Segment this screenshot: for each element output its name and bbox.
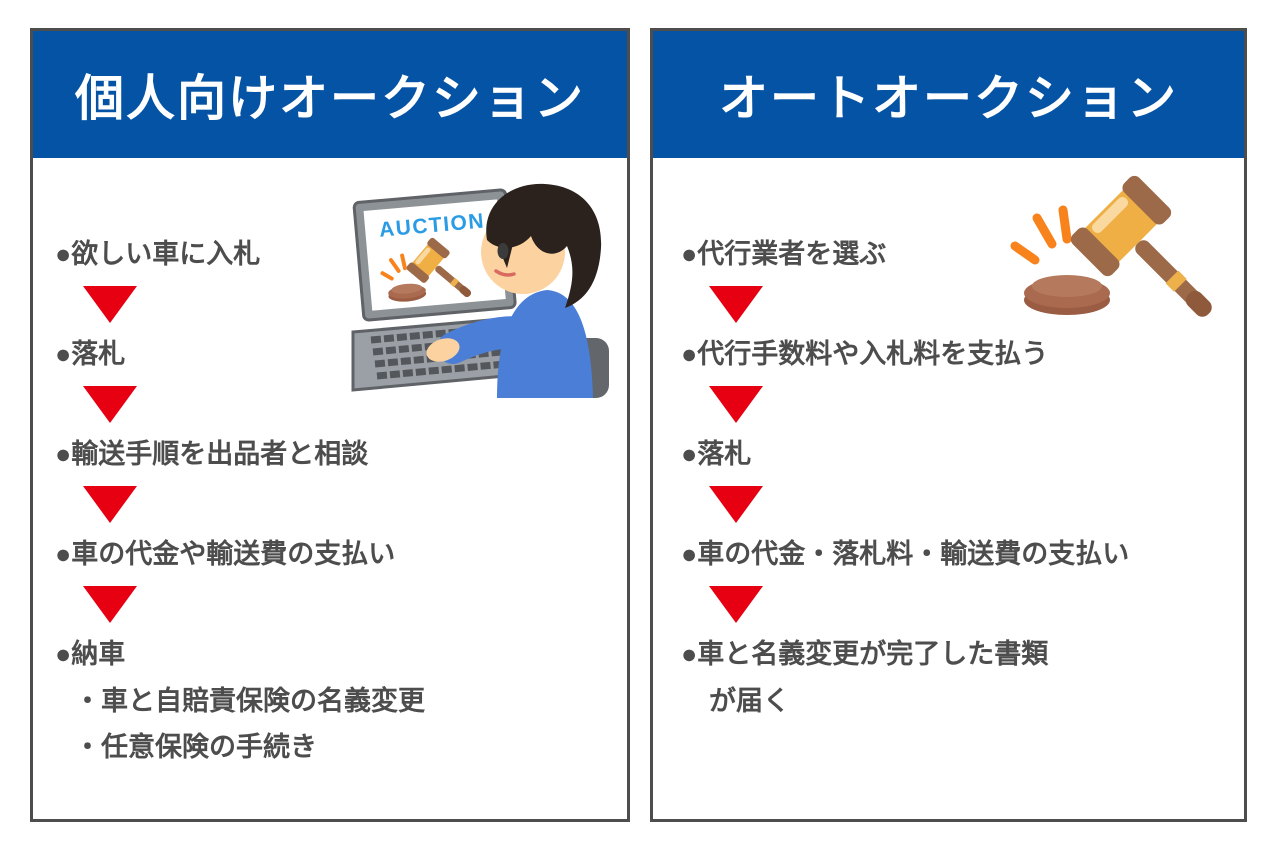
step-text: ●車の代金や輸送費の支払い	[55, 539, 396, 569]
auto-auction-title: オートオークション	[718, 72, 1178, 126]
personal-auction-title: 個人向けオークション	[74, 72, 585, 126]
down-arrow-icon	[709, 286, 763, 323]
process-step: ●落札	[681, 430, 1129, 478]
down-arrow-icon	[709, 486, 763, 523]
down-arrow-icon	[83, 286, 137, 323]
down-arrow-icon	[83, 586, 137, 623]
process-step: ●車の代金・落札料・輸送費の支払い	[681, 530, 1129, 578]
auction-gavel-illustration	[1005, 172, 1215, 320]
down-arrow-icon	[709, 586, 763, 623]
personal-auction-header: 個人向けオークション	[33, 31, 627, 158]
step-text: ●車と名義変更が完了した書類	[681, 639, 1049, 669]
laptop-screen-icon: AUCTION	[352, 188, 517, 322]
person-bidding-laptop-illustration: AUCTION	[351, 183, 609, 398]
step-text: ●納車	[55, 639, 126, 669]
auto-auction-body: ●代行業者を選ぶ ●代行手数料や入札料を支払う ●落札 ●車の代金・落札料・輸送費の支…	[653, 158, 1244, 819]
process-step: ●代行業者を選ぶ	[681, 230, 1129, 278]
step-text: ●車の代金・落札料・輸送費の支払い	[681, 539, 1130, 569]
step-text: が届く	[709, 686, 790, 716]
auto-auction-header: オートオークション	[653, 31, 1244, 158]
down-arrow-icon	[83, 386, 137, 423]
step-text: ●輸送手順を出品者と相談	[55, 439, 369, 469]
process-step: ●落札	[55, 330, 425, 378]
step-text: ●欲しい車に入札	[55, 239, 261, 269]
down-arrow-icon	[709, 386, 763, 423]
process-step: ●欲しい車に入札	[55, 230, 425, 278]
step-text: ●落札	[55, 339, 126, 369]
step-text: ●落札	[681, 439, 752, 469]
process-step: ●納車・車と自賠責保険の名義変更・任意保険の手続き	[55, 630, 425, 770]
step-text: ・車と自賠責保険の名義変更	[74, 686, 425, 716]
process-step: ●車と名義変更が完了した書類が届く	[681, 630, 1129, 724]
panel-auto-auction: オートオークション ●代行業者を選ぶ ●代行手数料や入札料を支払う ●落札 ●車の代金…	[650, 28, 1247, 822]
person-icon	[426, 183, 602, 398]
panel-personal-auction: 個人向けオークション ●欲しい車に入札 ●落札 ●輸送手順を出品者と相談 ●車の代金や…	[30, 28, 630, 822]
process-step: ●輸送手順を出品者と相談	[55, 430, 425, 478]
auto-auction-steps: ●代行業者を選ぶ ●代行手数料や入札料を支払う ●落札 ●車の代金・落札料・輸送費の支…	[681, 230, 1129, 724]
process-step: ●車の代金や輸送費の支払い	[55, 530, 425, 578]
step-text: ●代行業者を選ぶ	[681, 239, 887, 269]
down-arrow-icon	[83, 486, 137, 523]
process-step: ●代行手数料や入札料を支払う	[681, 330, 1129, 378]
step-text: ●代行手数料や入札料を支払う	[681, 339, 1049, 369]
step-text: ・任意保険の手続き	[74, 732, 317, 762]
personal-auction-steps: ●欲しい車に入札 ●落札 ●輸送手順を出品者と相談 ●車の代金や輸送費の支払い ●納車・…	[55, 230, 425, 770]
personal-auction-body: ●欲しい車に入札 ●落札 ●輸送手順を出品者と相談 ●車の代金や輸送費の支払い ●納車・…	[33, 158, 627, 819]
